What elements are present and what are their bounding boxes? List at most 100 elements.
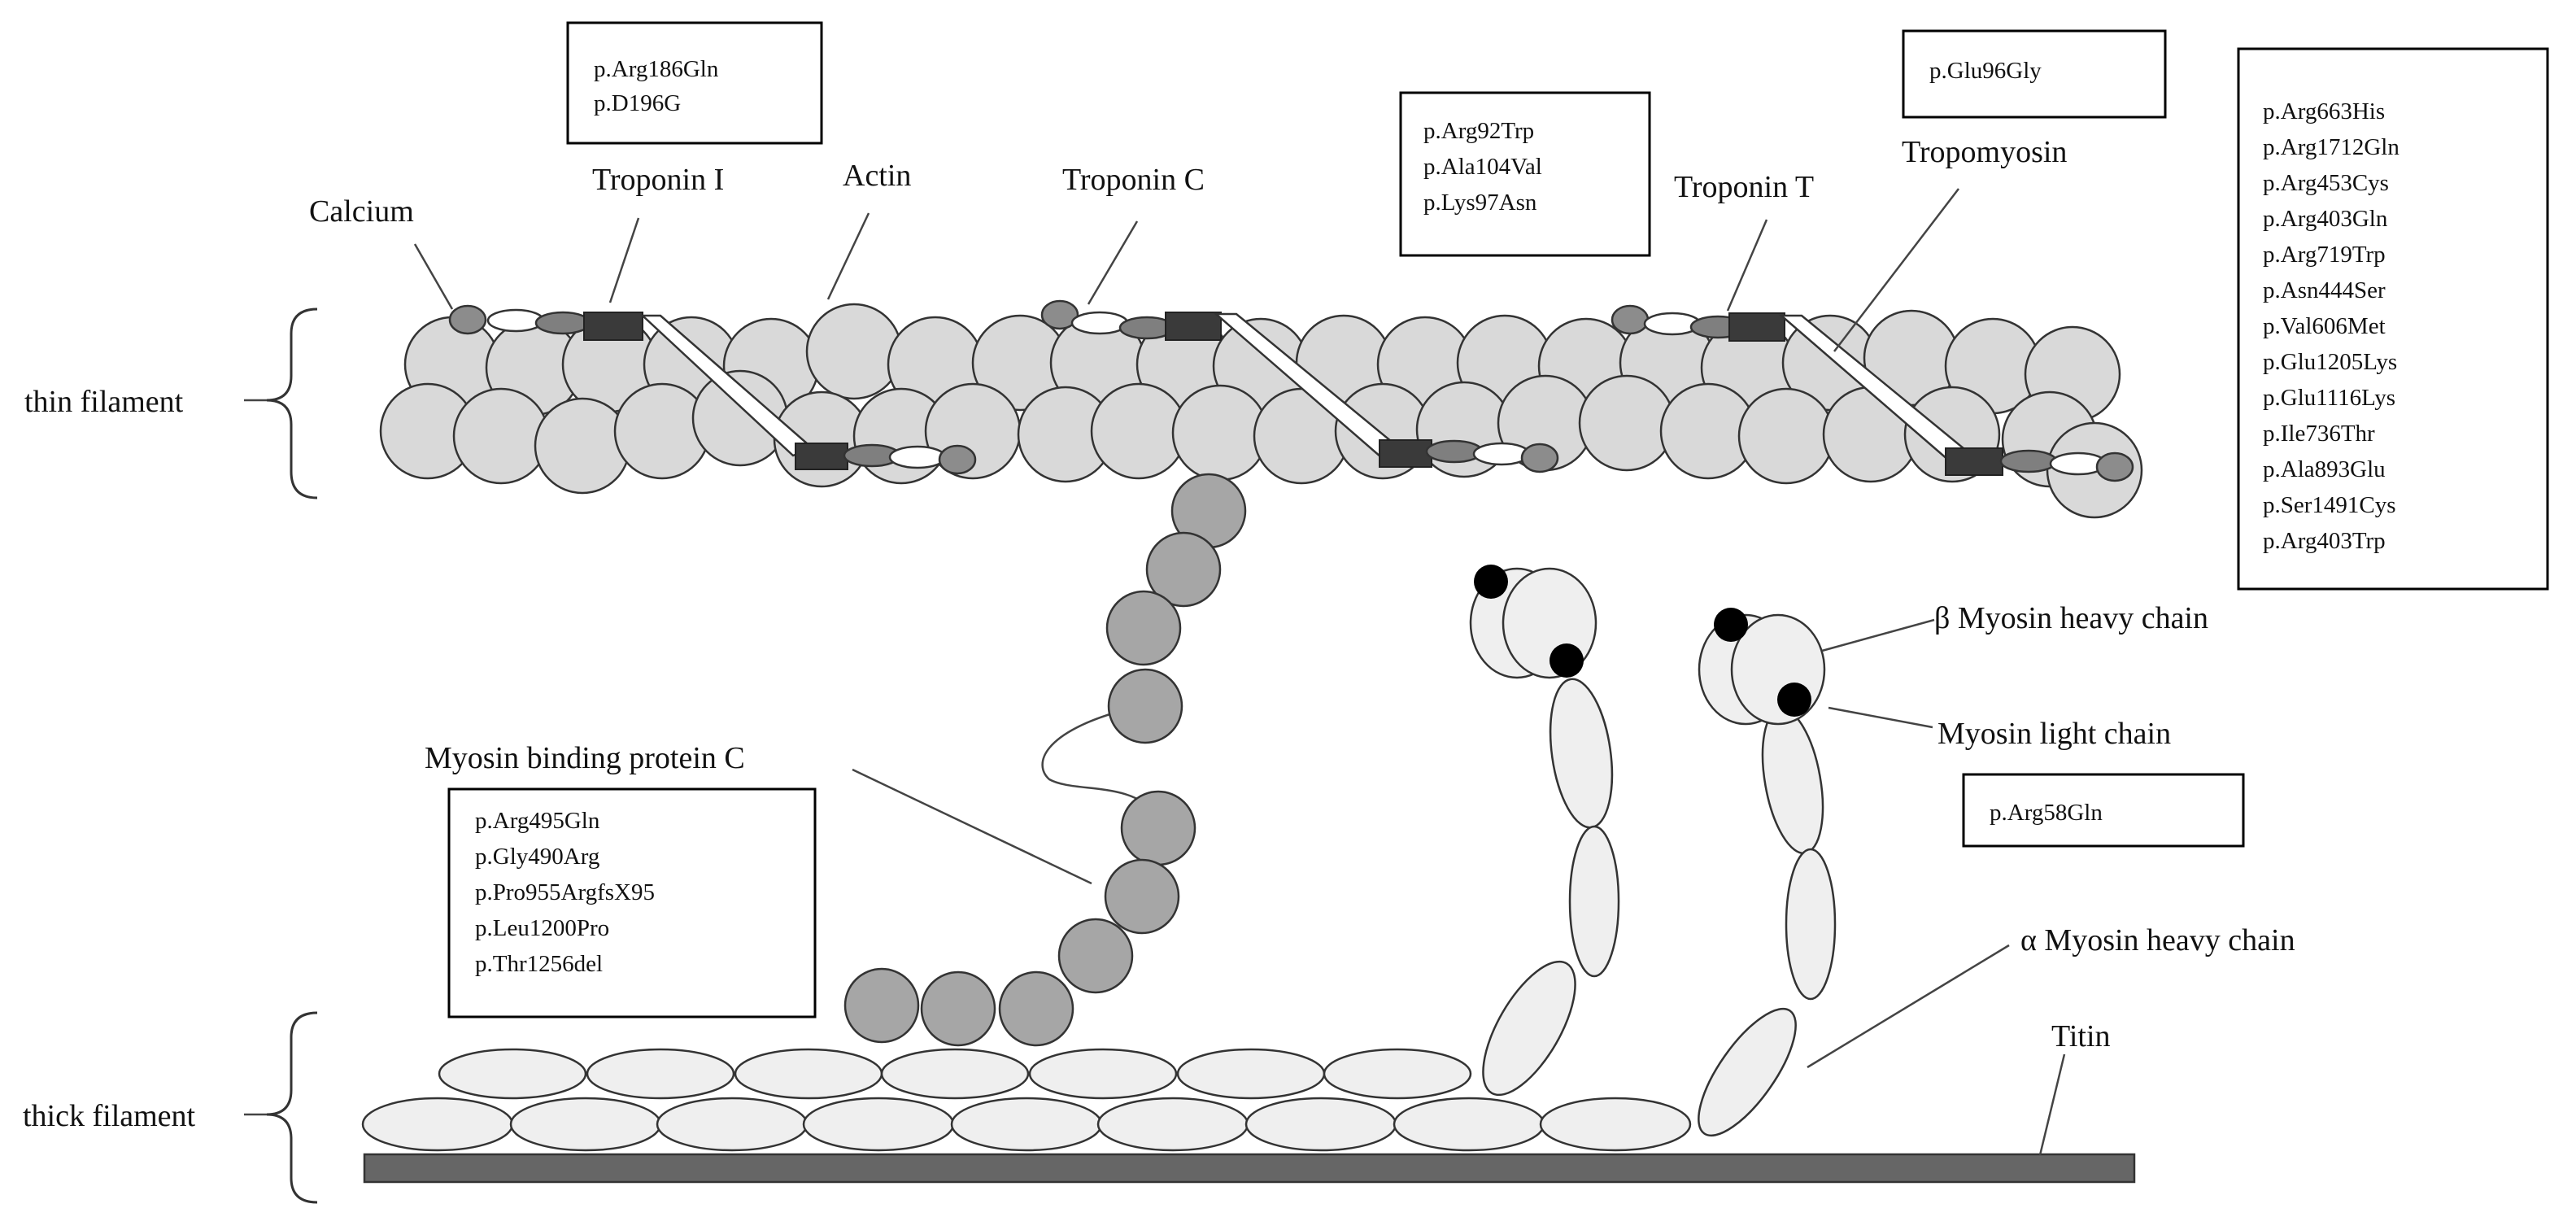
troponin-i-mutations-box: p.Arg186Gln p.D196G	[566, 21, 823, 145]
mutation-entry: p.Glu1205Lys	[2263, 349, 2397, 375]
tropomyosin-label: Tropomyosin	[1902, 135, 2067, 169]
myosin-light-chain-mutations-box: p.Arg58Gln	[1962, 773, 2245, 848]
beta-myosin-mutations-box: p.Arg663His p.Arg1712Gln p.Arg453Cys p.A…	[2237, 47, 2549, 591]
mutation-entry: p.Val606Met	[2263, 313, 2386, 339]
thick-filament-brace	[266, 1011, 318, 1204]
mybpc-domain	[1107, 668, 1183, 744]
mutation-entry: p.D196G	[594, 90, 681, 116]
mutation-entry: p.Arg453Cys	[2263, 170, 2389, 196]
mybpc-mutations-box: p.Arg495Gln p.Gly490Arg p.Pro955ArgfsX95…	[447, 787, 817, 1018]
mutation-entry: p.Arg186Gln	[594, 56, 719, 82]
mutation-entry: p.Arg495Gln	[475, 808, 600, 834]
mutation-entry: p.Ala104Val	[1423, 154, 1542, 180]
thin-filament-label: thin filament	[24, 385, 184, 419]
calcium-ion	[2095, 451, 2134, 482]
myosin-tail	[1393, 1097, 1545, 1152]
mybpc-domain	[1104, 858, 1180, 935]
mutation-entry: p.Ser1491Cys	[2263, 492, 2396, 518]
troponin-t-mutations-box: p.Glu96Gly	[1902, 29, 2167, 119]
titin-label: Titin	[2051, 1019, 2111, 1053]
mutation-entry: p.Gly490Arg	[475, 844, 599, 870]
myosin-tail	[1244, 1097, 1397, 1152]
mutation-entry: p.Leu1200Pro	[475, 915, 609, 941]
troponin-c-subunit	[1472, 442, 1531, 466]
calcium-leader	[413, 243, 454, 310]
myosin-tail	[1028, 1048, 1178, 1100]
myosin-tail	[656, 1097, 809, 1152]
alpha-myosin-heavy-chain-label: α Myosin heavy chain	[2020, 923, 2295, 957]
actin-monomer	[805, 303, 903, 400]
mutation-box-frame	[1399, 91, 1651, 257]
mutation-box-frame	[566, 21, 823, 145]
troponin-c-subunit	[888, 445, 947, 469]
myosin-binding-protein-c	[843, 473, 1247, 1047]
troponin-t-subunit	[534, 311, 591, 335]
beta-myosin-leader	[1821, 618, 1935, 652]
myosin-neck-segments	[1482, 678, 1620, 1097]
myosin-molecule-1	[1469, 565, 1620, 1097]
troponin-complex-3	[1611, 304, 2134, 482]
myosin-tail	[1539, 1097, 1692, 1152]
mutation-box-frame	[447, 787, 817, 1018]
mutation-entry: p.Asn444Ser	[2263, 277, 2386, 303]
mybpc-domain	[1145, 531, 1222, 608]
mybpc-domain	[920, 970, 996, 1047]
mutation-entry: p.Arg719Trp	[2263, 242, 2386, 268]
mutation-entry: p.Pro955ArgfsX95	[475, 879, 655, 905]
troponin-i-leader	[608, 217, 640, 303]
troponin-i-subunit	[583, 312, 643, 341]
mutation-box-frame	[1902, 29, 2167, 119]
mybpc-domain	[843, 967, 920, 1044]
titin-leader	[2038, 1053, 2066, 1156]
beta-myosin-heavy-chain-label: β Myosin heavy chain	[1934, 601, 2208, 635]
troponin-t-subunit	[1999, 449, 2058, 473]
mutation-entry: p.Glu96Gly	[1929, 58, 2042, 84]
calcium-label: Calcium	[309, 194, 414, 229]
troponin-t-leader	[1726, 219, 1768, 312]
mutation-box-frame	[2237, 47, 2549, 591]
mybpc-linker	[1041, 708, 1156, 814]
mybpc-leader	[852, 768, 1092, 885]
mutation-entry: p.Arg663His	[2263, 98, 2385, 124]
mutation-entry: p.Arg1712Gln	[2263, 134, 2399, 160]
myosin-tail	[509, 1097, 662, 1152]
actin-monomer	[534, 397, 631, 495]
myosin-tail	[438, 1048, 587, 1100]
myosin-tail	[734, 1048, 883, 1100]
mybpc-label: Myosin binding protein C	[425, 741, 745, 775]
thin-filament-brace	[266, 308, 318, 499]
actin-monomer	[1737, 387, 1835, 485]
calcium-ion	[448, 304, 487, 335]
myosin-neck-segment	[1568, 825, 1620, 978]
mutation-entry: p.Ala893Glu	[2263, 456, 2386, 482]
myosin-tail	[1176, 1048, 1326, 1100]
mutation-entry: p.Lys97Asn	[1423, 190, 1537, 216]
myosin-light-chain-dot	[1474, 565, 1508, 599]
troponin-block	[795, 443, 848, 470]
troponin-block	[1945, 447, 2003, 476]
actin-monomer	[1171, 384, 1269, 482]
actin-monomer	[1090, 382, 1188, 480]
myosin-tail	[361, 1097, 514, 1152]
myosin-tail	[1096, 1097, 1249, 1152]
tropomyosin-leader	[1833, 188, 1959, 352]
troponin-c-leader	[1087, 220, 1139, 305]
troponin-block	[1379, 439, 1432, 468]
actin-monomer	[452, 387, 550, 485]
mutation-entry: p.Thr1256del	[475, 951, 603, 977]
mutation-entry: p.Ile736Thr	[2263, 421, 2375, 447]
actin-label: Actin	[843, 159, 911, 193]
alpha-myosin-leader	[1807, 944, 2010, 1069]
troponin-i-subunit	[1165, 312, 1222, 341]
mutation-box-frame	[1962, 773, 2245, 848]
mybpc-domain	[1057, 918, 1134, 994]
mybpc-domain	[998, 970, 1074, 1047]
myosin-light-chain-dot	[1777, 683, 1811, 717]
myosin-tail	[802, 1097, 955, 1152]
myosin-tail-row-lower	[361, 1097, 1692, 1152]
myosin-tail	[1323, 1048, 1472, 1100]
myosin-tail	[586, 1048, 735, 1100]
troponin-i-subunit	[1728, 312, 1785, 342]
myosin-light-chain-dot	[1550, 643, 1584, 678]
calcium-ion	[1611, 304, 1650, 335]
